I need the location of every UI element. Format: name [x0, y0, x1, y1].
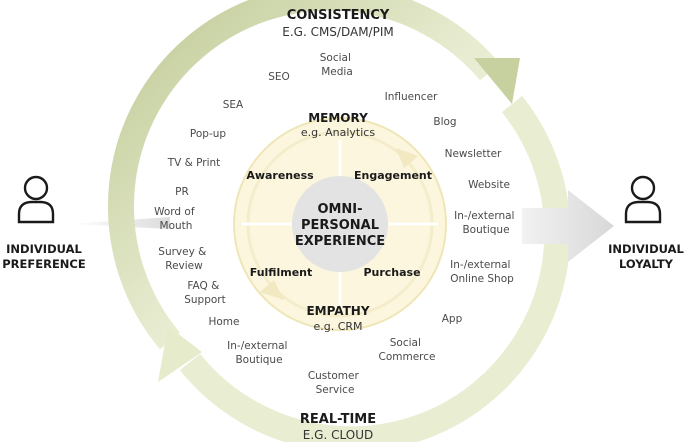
channel-blog: Blog — [433, 116, 456, 128]
inner-top-title: MEMORY — [308, 111, 368, 125]
channel-website: Website — [468, 179, 510, 191]
inner-arrow-top — [396, 148, 418, 168]
outer-top-sub: E.G. CMS/DAM/PIM — [282, 25, 393, 39]
channel-pr: PR — [175, 186, 189, 198]
channel-sea: SEA — [223, 99, 244, 111]
channel-tv-print: TV & Print — [167, 157, 221, 169]
outer-bottom-title: REAL-TIME — [300, 412, 376, 427]
channel-app: App — [442, 313, 463, 325]
channel-boutique-left: In-/external Boutique — [227, 340, 291, 366]
inner-arrow-bottom — [260, 280, 284, 300]
outer-top-title: CONSISTENCY — [287, 8, 390, 23]
channel-online-shop: In-/external Online Shop — [450, 259, 514, 285]
channel-newsletter: Newsletter — [445, 148, 502, 160]
channel-word-of-mouth: Word of Mouth — [154, 206, 198, 232]
outer-ring-arrowhead-bottom — [158, 326, 202, 382]
right-label-2: LOYALTY — [619, 257, 674, 271]
outer-ring-arrowhead-top — [474, 58, 520, 104]
channel-social-media: Social Media — [320, 52, 354, 78]
hub-line-2: PERSONAL — [301, 218, 379, 233]
left-label-2: PREFERENCE — [2, 257, 86, 271]
right-arrow — [522, 190, 614, 262]
channel-faq-support: FAQ & Support — [184, 280, 226, 306]
inner-bottom-sub: e.g. CRM — [313, 320, 362, 333]
channel-boutique-right: In-/external Boutique — [454, 210, 518, 236]
person-icon — [624, 175, 662, 224]
channel-influencer: Influencer — [385, 91, 438, 103]
channel-survey-review: Survey & Review — [158, 246, 209, 272]
channel-popup: Pop-up — [190, 128, 226, 140]
channel-seo: SEO — [268, 71, 290, 83]
hub-circle — [292, 176, 388, 272]
right-label-1: INDIVIDUAL — [608, 242, 684, 256]
person-icon — [17, 175, 55, 224]
outer-bottom-sub: E.G. CLOUD — [303, 428, 373, 442]
quadrant-fulfilment: Fulfilment — [250, 266, 313, 279]
channel-customer-service: Customer Service — [308, 370, 362, 396]
hub-line-3: EXPERIENCE — [295, 234, 385, 249]
outer-ring-arc-top — [107, 0, 500, 350]
channel-home: Home — [208, 316, 239, 328]
outer-ring-arc-bottom — [179, 95, 571, 446]
inner-bottom-title: EMPATHY — [306, 304, 369, 318]
hub-line-1: OMNI- — [317, 202, 362, 217]
quadrant-awareness: Awareness — [246, 169, 314, 182]
channel-social-commerce: Social Commerce — [379, 337, 436, 363]
quadrant-engagement: Engagement — [354, 169, 432, 182]
inner-top-sub: e.g. Analytics — [301, 126, 375, 139]
quadrant-purchase: Purchase — [363, 266, 420, 279]
left-label-1: INDIVIDUAL — [6, 242, 82, 256]
